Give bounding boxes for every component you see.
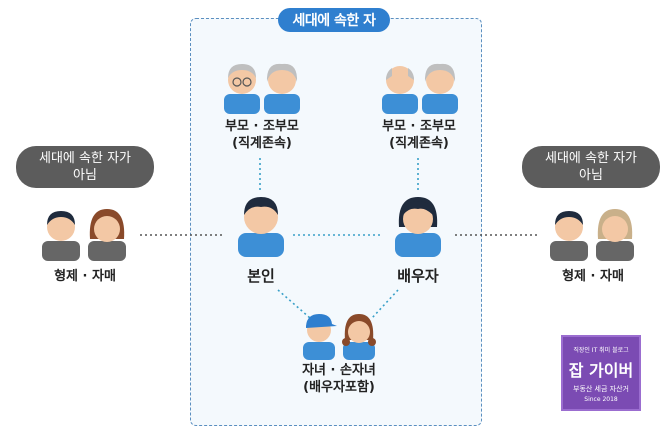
siblings-right-icon (550, 209, 634, 261)
jobguyver-logo: 직장인 IT 취미 블로그 잡 가이버 부동산 세금 자산거 Since 201… (561, 335, 641, 411)
line-self-children (277, 289, 311, 319)
parents-right-line2: (직계존속) (389, 136, 449, 151)
grandparents-right-icon (382, 63, 458, 114)
not-household-pill-right: 세대에 속한 자가 아님 (522, 146, 660, 188)
logo-line4: Since 2018 (584, 396, 618, 403)
grandparents-left-icon (224, 63, 300, 114)
parents-left-line1: 부모 · 조부모 (225, 119, 299, 134)
line-spouse-children (371, 289, 399, 319)
spouse-person-icon (395, 197, 441, 257)
pill-left-line2: 아님 (73, 168, 97, 183)
parents-right-line1: 부모 · 조부모 (382, 119, 456, 134)
parents-right-label: 부모 · 조부모 (직계존속) (372, 118, 466, 152)
self-person-icon (238, 197, 284, 257)
children-line2: (배우자포함) (303, 380, 375, 395)
logo-line3: 부동산 세금 자산거 (573, 385, 629, 393)
pill-right-line1: 세대에 속한 자가 (545, 151, 637, 166)
parents-left-label: 부모 · 조부모 (직계존속) (215, 118, 309, 152)
children-label: 자녀 · 손자녀 (배우자포함) (292, 362, 386, 396)
logo-line2: 잡 가이버 (568, 361, 634, 380)
siblings-right-label: 형제 · 자매 (562, 269, 624, 284)
siblings-left-icon (42, 209, 126, 261)
pill-right-line2: 아님 (579, 168, 603, 183)
self-label: 본인 (247, 267, 275, 285)
spouse-label: 배우자 (397, 267, 439, 285)
children-line1: 자녀 · 손자녀 (302, 363, 376, 378)
parents-left-line2: (직계존속) (232, 136, 292, 151)
pill-left-line1: 세대에 속한 자가 (39, 151, 131, 166)
siblings-left-label: 형제 · 자매 (54, 269, 116, 284)
box-title: 세대에 속한 자 (278, 8, 390, 32)
logo-line1: 직장인 IT 취미 블로그 (573, 347, 629, 354)
not-household-pill-left: 세대에 속한 자가 아님 (16, 146, 154, 188)
children-icon (303, 314, 376, 360)
